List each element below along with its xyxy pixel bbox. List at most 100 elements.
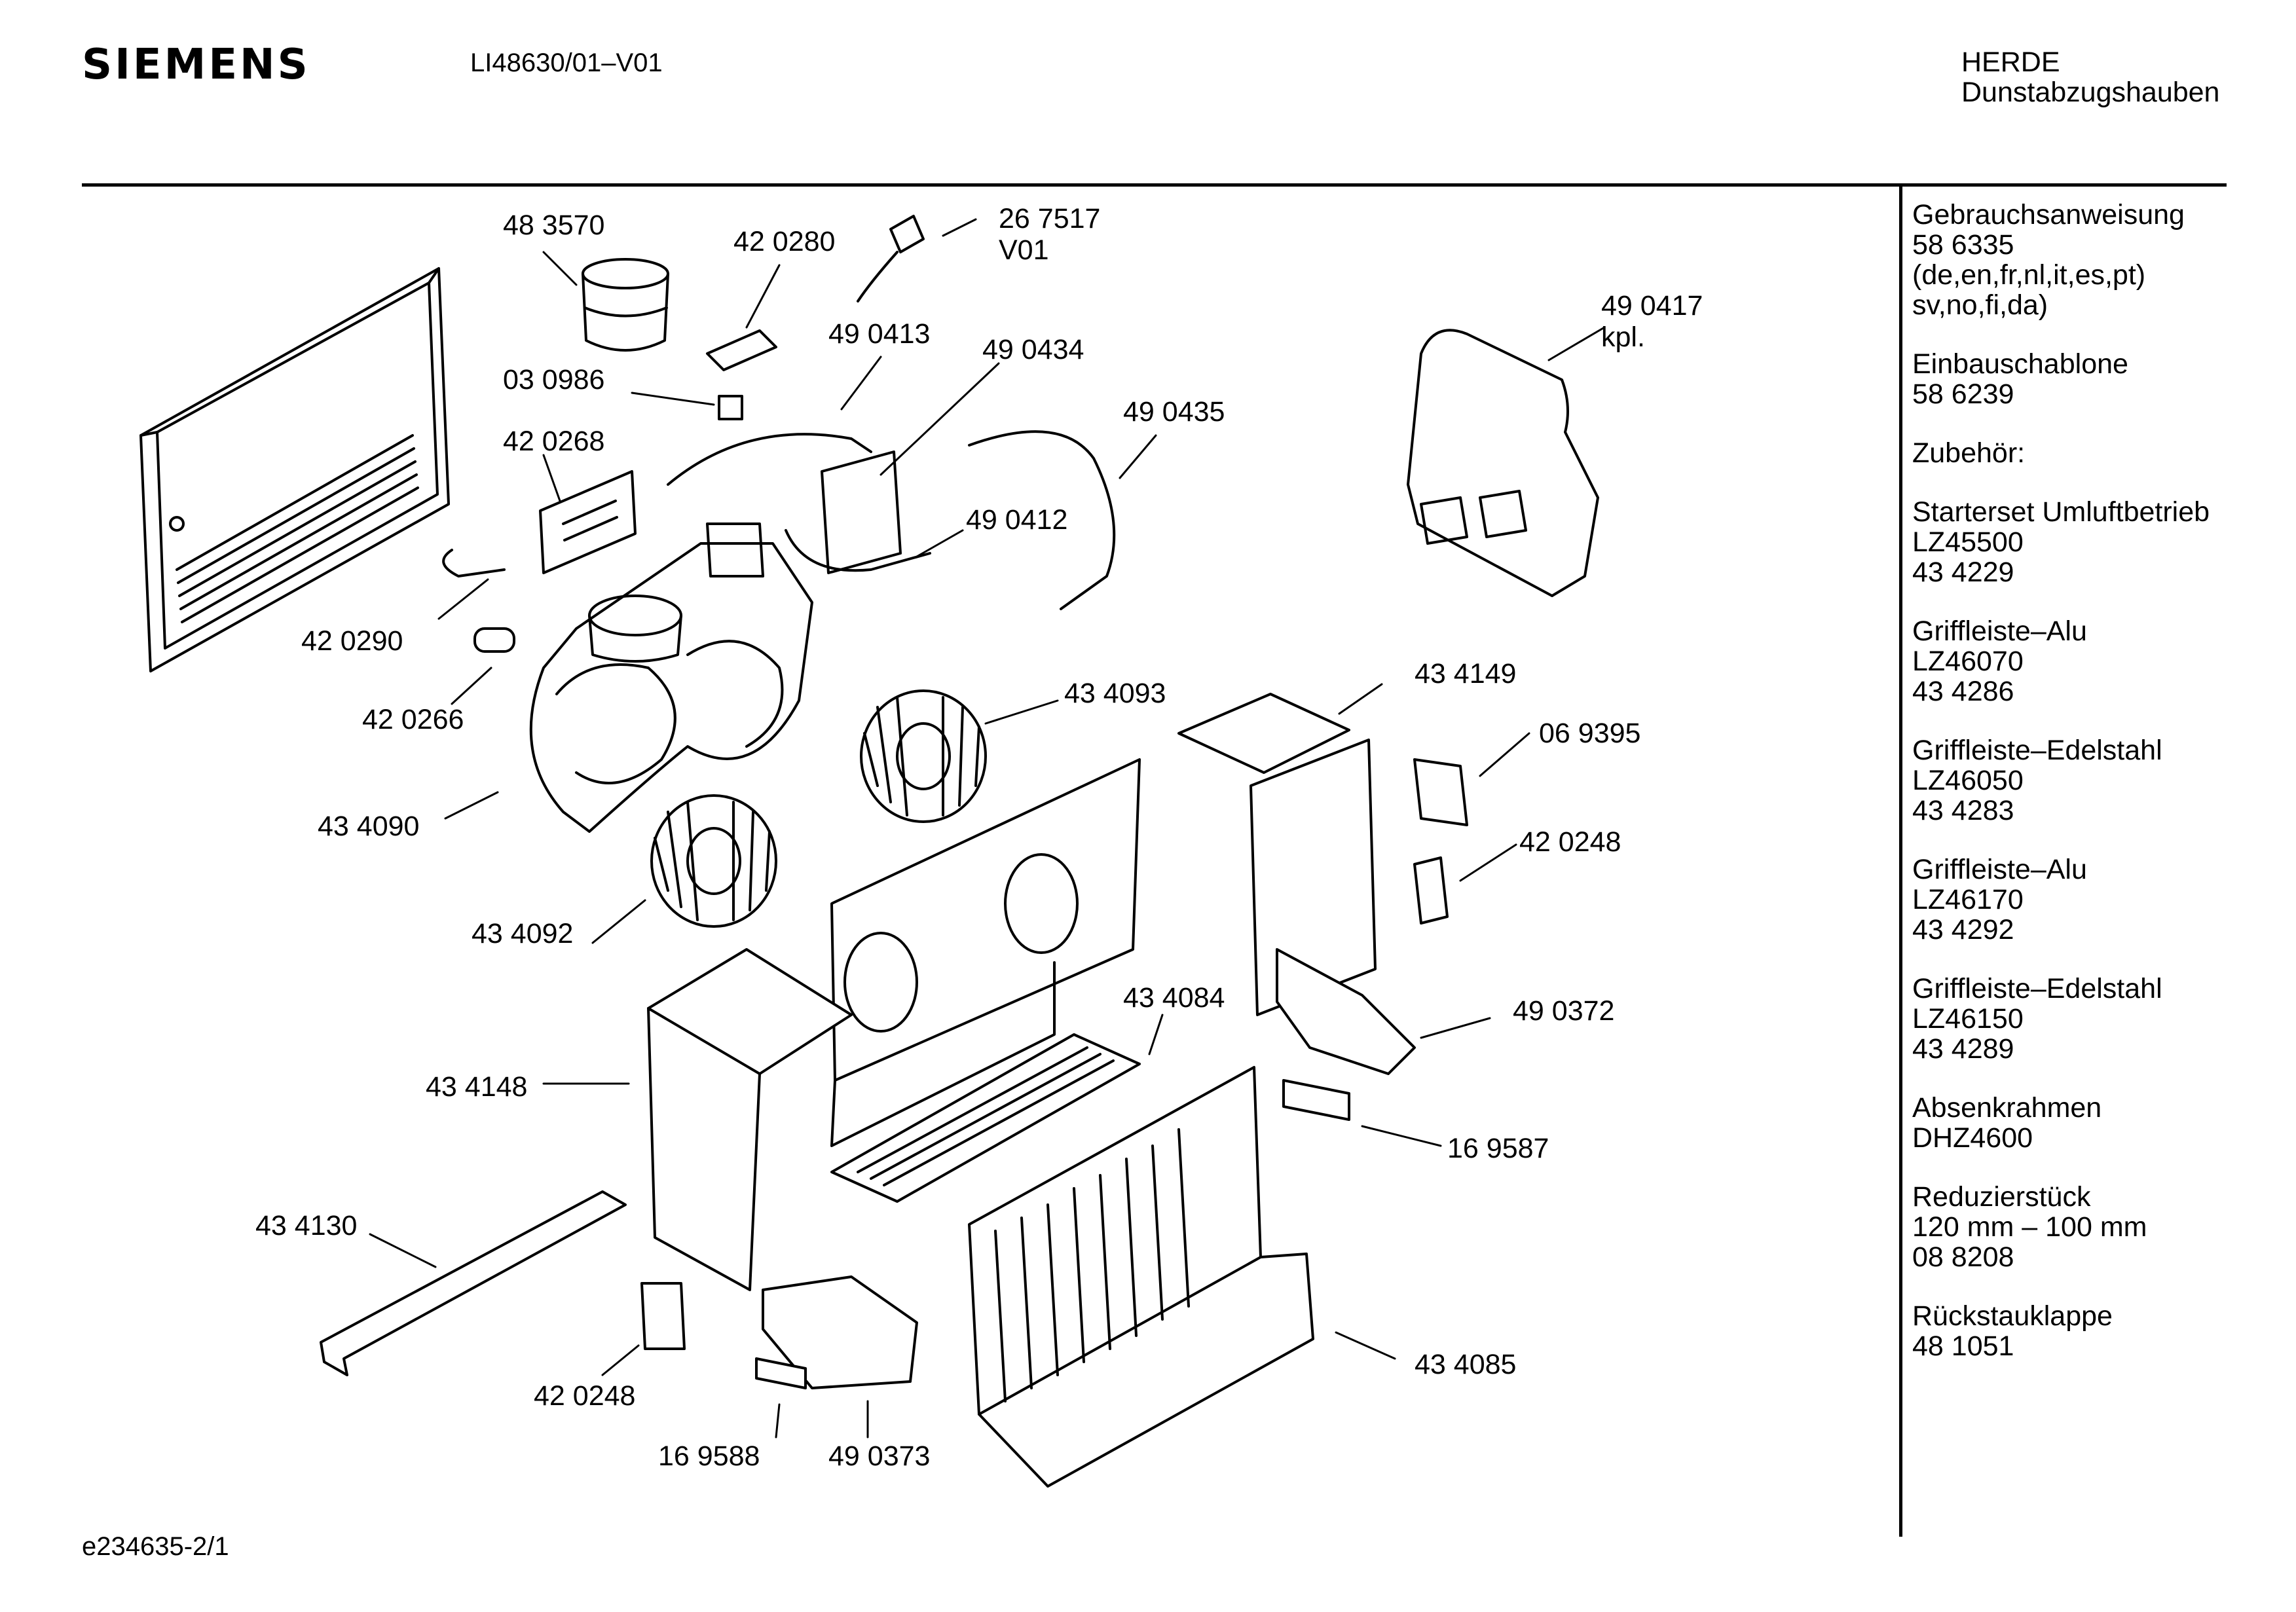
sidebar-line: 43 4289 [1912,1033,2014,1065]
header-divider [82,183,2227,187]
part-label-48-3570: 48 3570 [503,210,605,241]
sidebar-line: 120 mm – 100 mm [1912,1211,2147,1243]
sidebar-block: Griffleiste–Alu LZ46070 43 4286 [1912,616,2279,706]
leader-lines [369,218,1606,1438]
sidebar-line: Griffleiste–Alu [1912,854,2087,885]
sidebar-line: Einbauschablone [1912,348,2128,380]
holder-drawing [755,1357,807,1389]
part-label-49-0417: 49 0417 kpl. [1601,290,1703,353]
sidebar-line: Absenkrahmen [1912,1092,2102,1124]
sidebar-line: Zubehör: [1912,437,2026,469]
sidebar-line: 48 1051 [1912,1330,2014,1362]
control-unit-drawing [762,1275,918,1389]
control-module-drawing [706,329,777,371]
subcategory-line: Dunstabzugshauben [1961,77,2220,108]
connection-cable-drawing [785,529,931,572]
sidebar-line: 08 8208 [1912,1241,2014,1273]
part-label-49-0372: 49 0372 [1513,995,1615,1027]
mounting-bracket-drawing [1177,693,1377,1016]
part-label-43-4090: 43 4090 [318,811,420,842]
sidebar-line: Gebrauchsanweisung [1912,199,2185,230]
sidebar-line: LZ46170 [1912,884,2024,915]
sidebar-block: Rückstauklappe 48 1051 [1912,1301,2279,1361]
model-number: LI48630/01–V01 [470,48,663,77]
part-label-43-4148: 43 4148 [426,1071,528,1103]
duct-connector-drawing [582,258,669,352]
holder-drawing [1282,1079,1350,1121]
front-panel-drawing [968,1066,1314,1488]
part-label-43-4084: 43 4084 [1123,982,1225,1014]
power-plug-drawing [857,215,925,302]
connector-drawing [718,395,743,420]
installation-kit-drawing [1407,329,1599,597]
sidebar-block: Griffleiste–Edelstahl LZ46150 43 4289 [1912,974,2279,1064]
part-label-16-9587: 16 9587 [1447,1133,1549,1164]
sidebar-line: 58 6335 [1912,229,2014,261]
sidebar-line: LZ46070 [1912,646,2024,677]
part-label-42-0248: 42 0248 [534,1380,636,1412]
sidebar-line: LZ45500 [1912,526,2024,558]
fan-housing-drawing [529,522,813,833]
part-label-49-0413: 49 0413 [828,318,931,350]
wiring-harness-drawing [667,433,872,486]
blower-wheel-drawing [860,689,987,823]
grease-filter-drawing [830,1033,1141,1203]
part-label-43-4085: 43 4085 [1415,1349,1517,1380]
sidebar-line: LZ46150 [1912,1003,2024,1035]
part-label-42-0280: 42 0280 [733,226,836,257]
part-label-43-4130: 43 4130 [255,1210,358,1241]
sidebar-line: 43 4292 [1912,914,2014,945]
part-label-49-0412: 49 0412 [966,504,1068,536]
sidebar-block: Einbauschablone 58 6239 [1912,349,2279,409]
sidebar-line: sv,no,fi,da) [1912,289,2048,321]
part-label-43-4093: 43 4093 [1064,678,1166,709]
sidebar-line: Griffleiste–Edelstahl [1912,973,2162,1004]
part-label-06-9395: 06 9395 [1539,718,1641,749]
sidebar-block: Griffleiste–Edelstahl LZ46050 43 4283 [1912,735,2279,826]
sidebar-line: Griffleiste–Edelstahl [1912,735,2162,766]
part-label-42-0248: 42 0248 [1519,826,1621,858]
retaining-bracket-drawing [1413,758,1468,826]
switch-drawing [1413,856,1449,925]
sidebar-line: (de,en,fr,nl,it,es,pt) [1912,259,2146,291]
sidebar-line: 58 6239 [1912,378,2014,410]
accessories-sidebar: Gebrauchsanweisung 58 6335 (de,en,fr,nl,… [1912,200,2279,1390]
part-label-49-0435: 49 0435 [1123,396,1225,428]
sidebar-line: DHZ4600 [1912,1122,2033,1154]
part-label-42-0266: 42 0266 [362,704,464,735]
control-unit-drawing [1276,948,1416,1075]
sidebar-block: Griffleiste–Alu LZ46170 43 4292 [1912,854,2279,945]
blower-wheel-drawing [650,794,777,928]
sidebar-line: LZ46050 [1912,765,2024,796]
sidebar-line: Starterset Umluftbetrieb [1912,496,2210,528]
drawing-id: e234635-2/1 [82,1532,229,1561]
sidebar-line: 43 4286 [1912,676,2014,707]
side-housing-drawing [647,948,853,1291]
sidebar-line: 43 4283 [1912,795,2014,826]
sidebar-block: Starterset Umluftbetrieb LZ45500 43 4229 [1912,497,2279,587]
back-panel-drawing [139,267,450,672]
electronic-board-drawing [539,470,637,574]
part-label-42-0268: 42 0268 [503,426,605,457]
part-label-16-9588: 16 9588 [658,1440,760,1472]
category-line: HERDE [1961,46,2060,78]
switch-drawing [640,1282,686,1350]
sidebar-line: Griffleiste–Alu [1912,615,2087,647]
brand-logo: SIEMENS [82,41,310,89]
part-label-49-0373: 49 0373 [828,1440,931,1472]
sidebar-block: Reduzierstück 120 mm – 100 mm 08 8208 [1912,1182,2279,1272]
sidebar-line: 43 4229 [1912,557,2014,588]
sidebar-block: Zubehör: [1912,438,2279,468]
part-label-43-4149: 43 4149 [1415,658,1517,689]
capacitor-drawing [473,627,515,653]
part-label-43-4092: 43 4092 [472,918,574,949]
part-label-26-7517: 26 7517 V01 [999,203,1101,266]
circuit-board-drawing [821,450,902,574]
ground-cable-drawing [442,549,506,577]
sidebar-divider [1899,187,1902,1537]
sidebar-block: Gebrauchsanweisung 58 6335 (de,en,fr,nl,… [1912,200,2279,320]
part-label-49-0434: 49 0434 [982,334,1084,365]
handle-rail-drawing [320,1190,627,1376]
sidebar-line: Reduzierstück [1912,1181,2091,1213]
